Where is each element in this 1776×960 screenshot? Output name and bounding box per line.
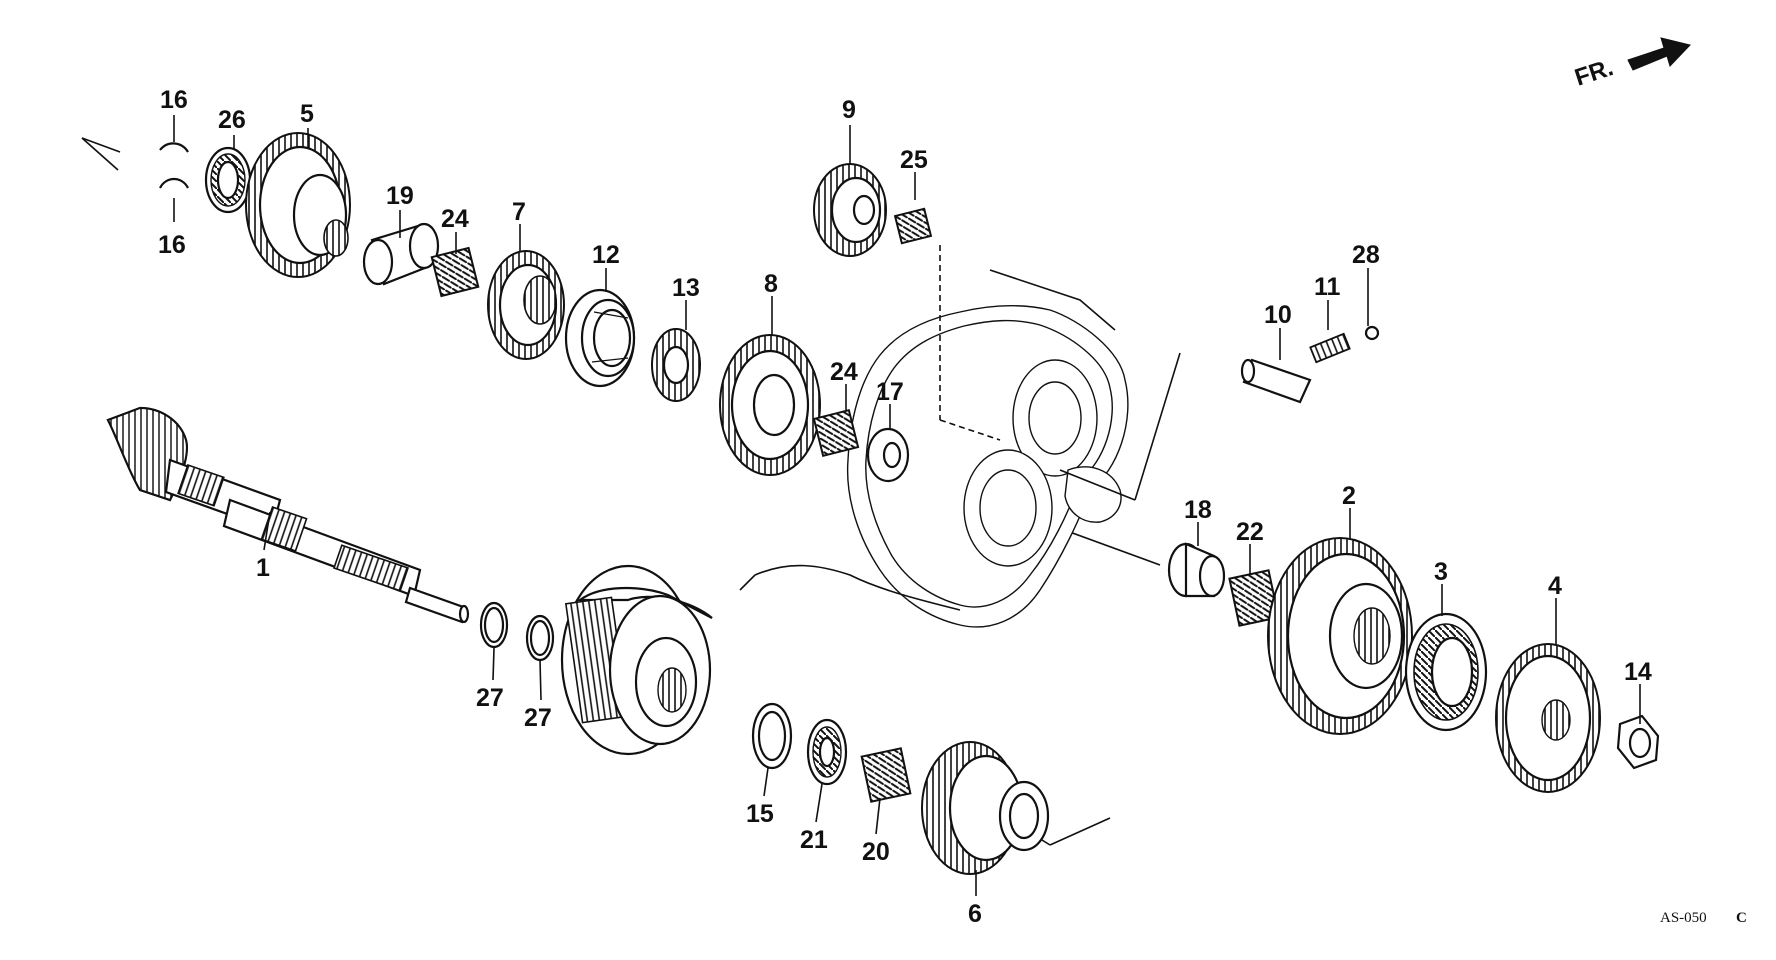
drawing-code-suffix: C [1736, 910, 1747, 926]
part-21-thrust-bearing [806, 718, 848, 786]
callout-19: 19 [386, 182, 414, 210]
cotter-upper [159, 142, 189, 153]
callout-27-left: 27 [476, 684, 504, 712]
cotter-lower [159, 177, 189, 189]
part-26-thrust-washer [204, 146, 252, 214]
part-7-gear [487, 250, 565, 360]
part-28-ball [1364, 325, 1380, 341]
part-4-gear [1495, 643, 1601, 793]
lower-bearing-bore-inner [979, 469, 1037, 547]
callout-23: 24 [441, 205, 469, 233]
callout-16-upper: 16 [160, 86, 188, 114]
transmission-case [739, 245, 1181, 628]
part-2-gear [1267, 537, 1413, 735]
upper-axis-stub [81, 137, 121, 153]
callout-15: 15 [746, 800, 774, 828]
callout-20: 20 [862, 838, 890, 866]
callout-7: 7 [512, 198, 526, 226]
case-lower-edge [754, 564, 961, 611]
callout-18: 18 [1184, 496, 1212, 524]
case-lower-edge-stub [739, 574, 756, 591]
callout-labels: 16 16 26 5 19 24 7 12 13 8 9 25 24 17 10… [158, 86, 1652, 928]
part-19-collar [362, 222, 440, 286]
part-25-needle-bearing [893, 207, 933, 245]
callout-5: 5 [300, 100, 314, 128]
part-10-shaft [1240, 358, 1312, 404]
callout-1: 1 [256, 554, 270, 582]
part-17-washer [866, 427, 910, 483]
counter-axis-dash-2 [939, 419, 1001, 441]
callout-4: 4 [1548, 572, 1562, 600]
part-23-needle-bearing [430, 246, 480, 298]
leader-lines [173, 115, 1641, 896]
callout-11: 11 [1314, 273, 1341, 301]
callout-25: 25 [900, 146, 928, 174]
part-11-spring [1309, 332, 1351, 364]
callout-16-lower: 16 [158, 231, 186, 259]
callout-2: 2 [1342, 482, 1356, 510]
part-20-needle-bearing [860, 747, 912, 803]
part-18-collar [1167, 542, 1226, 598]
callout-17: 17 [876, 378, 904, 406]
part-3-bearing [1404, 612, 1488, 732]
clutch-drum [560, 564, 713, 756]
upper-bearing-bore-inner [1028, 381, 1082, 455]
callout-27-right: 27 [524, 704, 552, 732]
front-direction-indicator: FR. [1572, 37, 1691, 92]
callout-12: 12 [592, 241, 620, 269]
callout-9: 9 [842, 96, 856, 124]
part-6-gear [921, 741, 1050, 875]
part-16-cotters [159, 142, 189, 189]
direction-label: FR. [1572, 54, 1617, 92]
part-14-locknut [1616, 714, 1660, 770]
part-15-washer [751, 702, 793, 770]
upper-axis-stub-2 [81, 137, 119, 171]
callout-6: 6 [968, 900, 982, 928]
callout-8: 8 [764, 270, 778, 298]
part-27-snap-rings [479, 601, 555, 662]
shift-rod-line-2 [1059, 469, 1136, 501]
part-24-needle-bearing [812, 408, 860, 458]
part-13-synchro-hub [651, 328, 701, 402]
drawing-code-text: AS-050 [1660, 910, 1707, 926]
part-8-gear [719, 334, 821, 476]
part-22-needle-bearing [1228, 569, 1280, 627]
part-9-gear [813, 163, 887, 257]
case-pocket [1064, 466, 1122, 523]
callout-14: 14 [1624, 658, 1652, 686]
drawing-code: AS-050 C [1660, 910, 1747, 926]
callout-3: 3 [1434, 558, 1448, 586]
front-arrow-icon [1627, 37, 1691, 71]
part-12-synchro-sleeve [564, 288, 636, 388]
part-5-gear [245, 132, 351, 278]
callout-26: 26 [218, 106, 246, 134]
case-edge [989, 269, 1116, 331]
callout-10: 10 [1264, 301, 1292, 329]
part-1-mainshaft [106, 406, 470, 624]
callout-22: 22 [1236, 518, 1264, 546]
callout-21: 21 [800, 826, 828, 854]
shift-rod-line [1134, 352, 1181, 501]
axis-end-line [1049, 817, 1111, 846]
callout-13: 13 [672, 274, 700, 302]
callout-28: 28 [1352, 241, 1380, 269]
callout-24: 24 [830, 358, 858, 386]
